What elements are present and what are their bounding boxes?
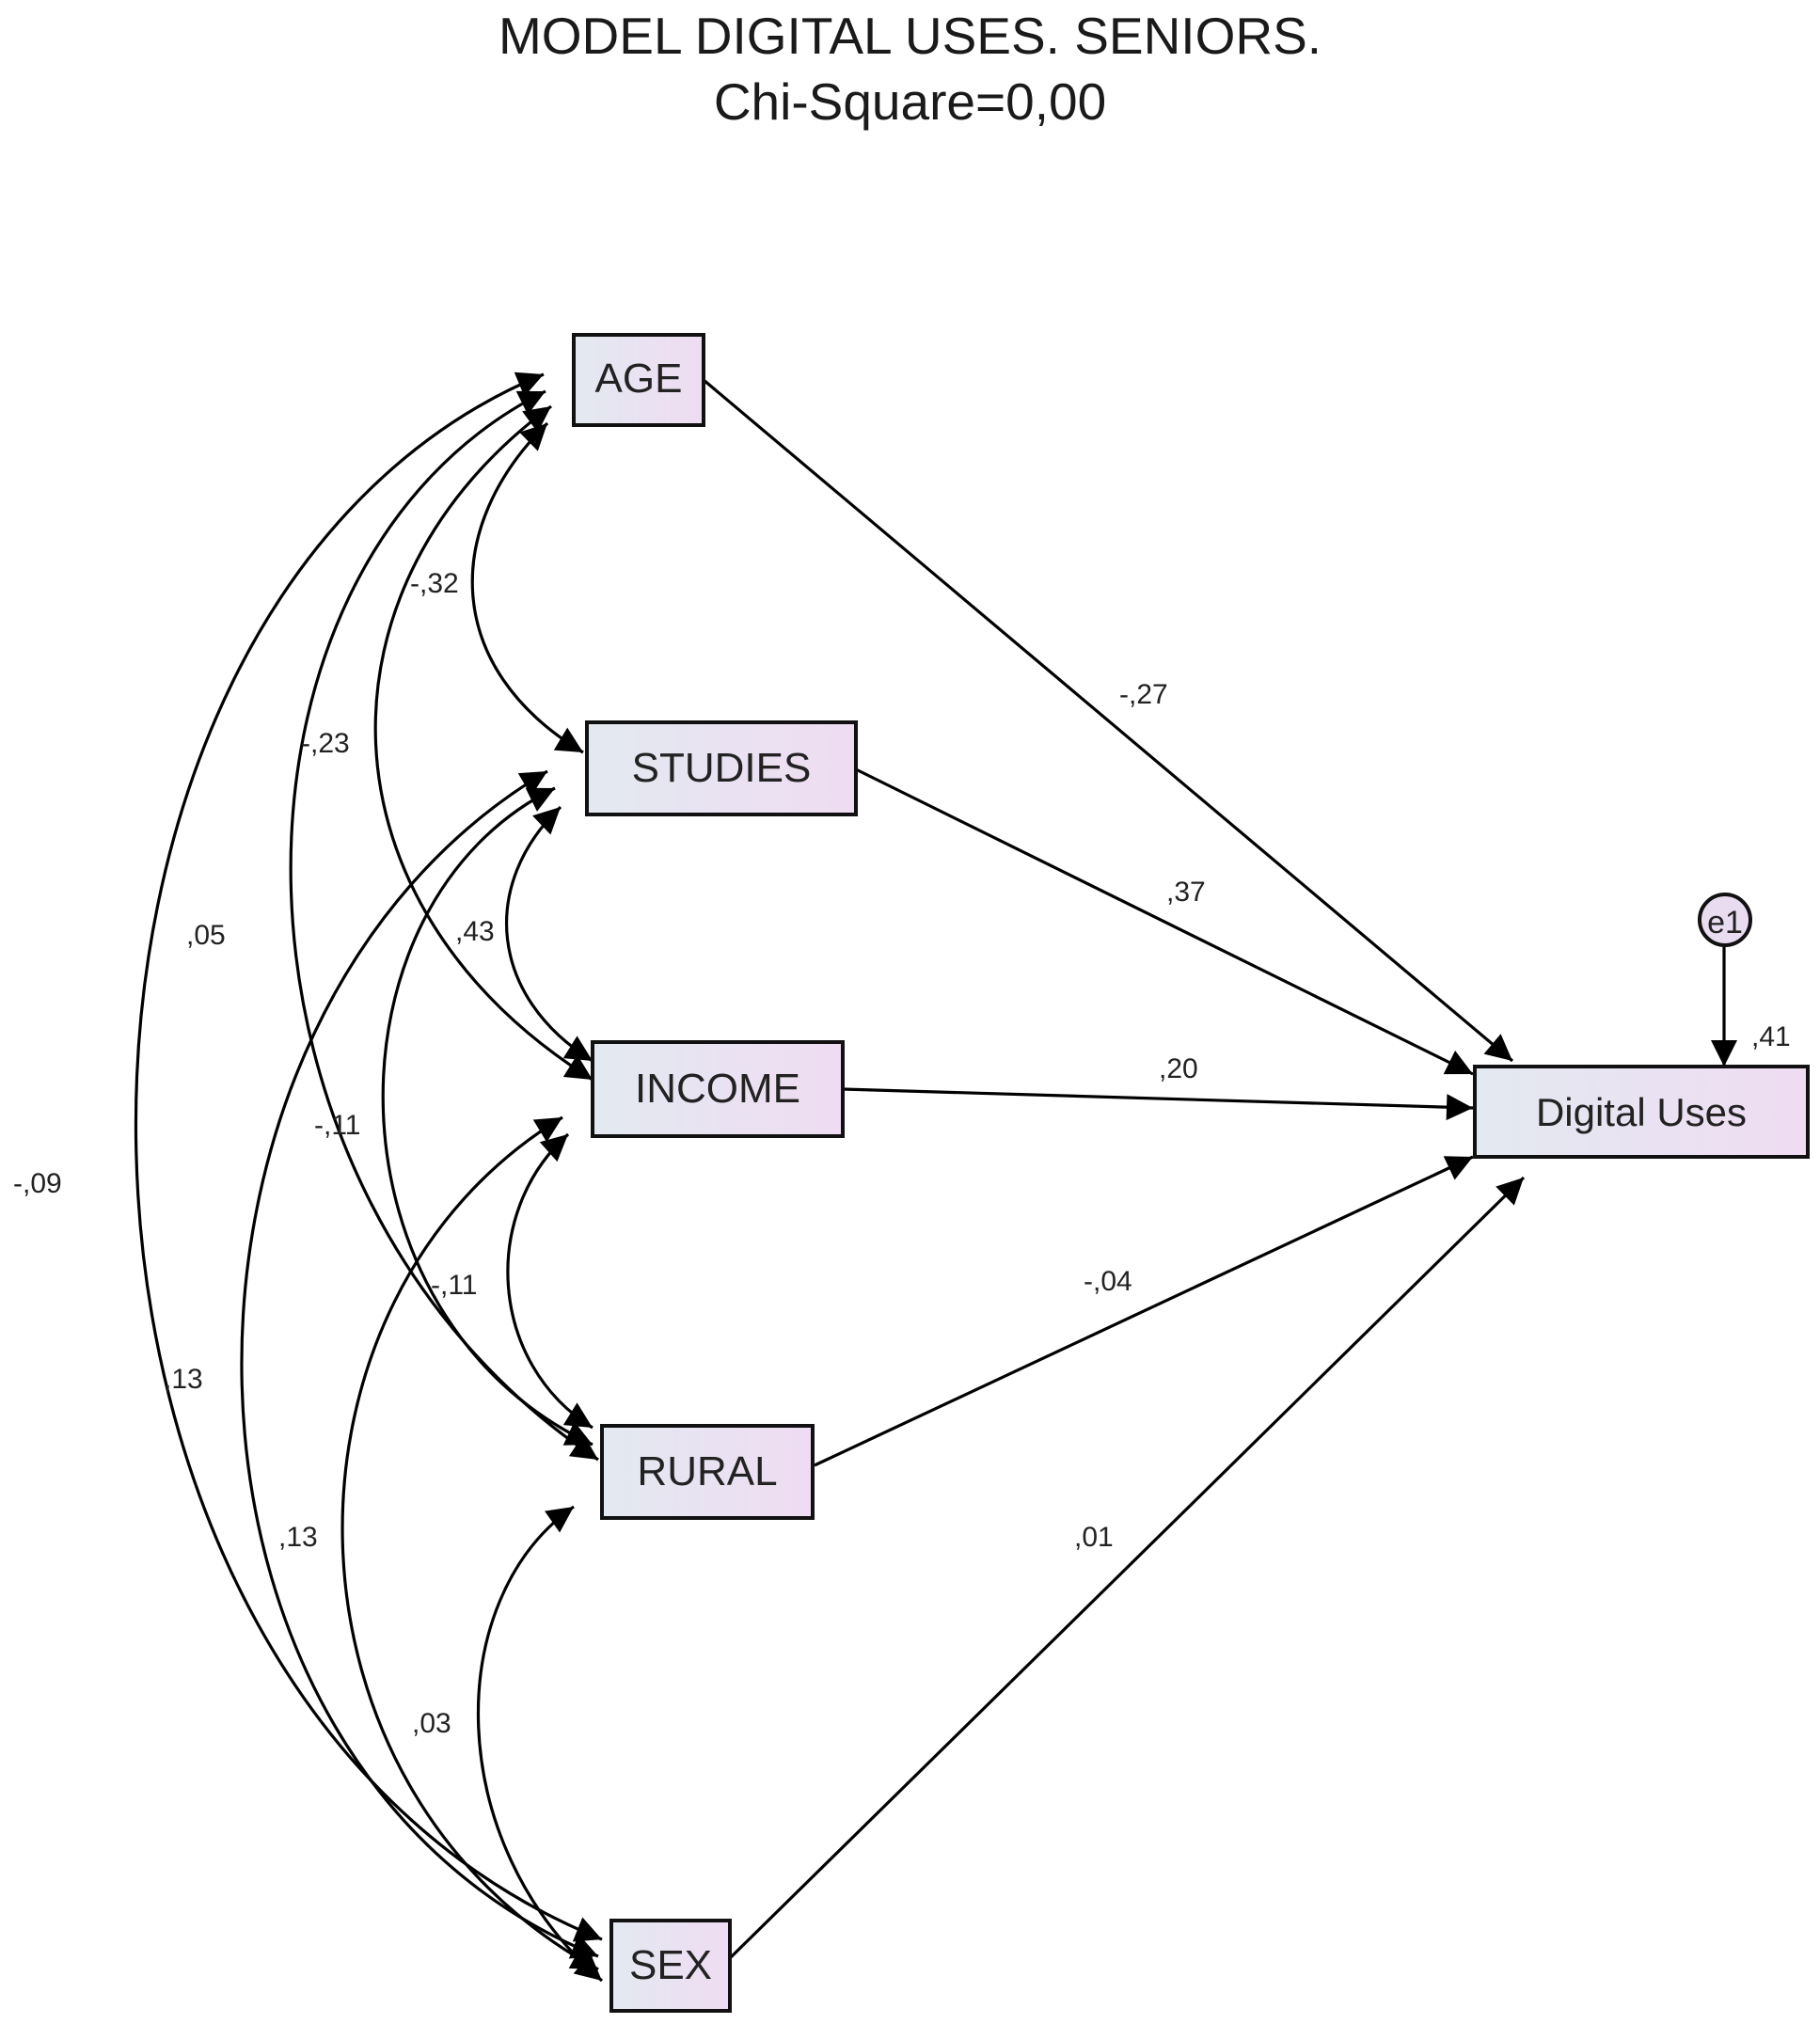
cov-income-sex: ,13 <box>278 1522 318 1553</box>
cov-curve-studies-rural <box>381 786 593 1447</box>
cov-curve-age-studies <box>470 421 584 754</box>
cov-studies-sex: ,13 <box>164 1364 203 1395</box>
coef-age-digital: ,27 <box>1129 679 1168 710</box>
cov-studies-income: ,43 <box>455 916 495 947</box>
node-digital-uses: Digital Uses <box>1473 1065 1810 1159</box>
cov-age-studies: -,32 <box>410 568 459 599</box>
node-digital-uses-label: Digital Uses <box>1536 1090 1747 1134</box>
node-rural: RURAL <box>600 1424 815 1520</box>
coef-studies-digital: ,37 <box>1166 877 1206 908</box>
node-sex: SEX <box>609 1919 732 2013</box>
path-sex-digital <box>728 1176 1526 1960</box>
node-income-label: INCOME <box>635 1066 800 1112</box>
path-rural-digital <box>814 1155 1474 1467</box>
node-age: AGE <box>572 333 705 427</box>
r-squared-digital: ,41 <box>1751 1021 1791 1052</box>
cov-curve-rural-sex <box>476 1505 604 1983</box>
diagram-subtitle: Chi-Square=0,00 <box>713 72 1107 131</box>
cov-age-income: -,23 <box>301 728 350 759</box>
cov-age-sex: -,09 <box>13 1168 62 1199</box>
cov-rural-sex: ,03 <box>412 1708 451 1739</box>
path-income-digital <box>842 1087 1474 1121</box>
covariance-labels: -,32 -,23 ,05 -,09 ,43 -,11 ,13 -,11 ,13… <box>13 568 495 1739</box>
cov-curve-income-sex <box>340 1115 599 1971</box>
node-sex-label: SEX <box>629 1942 712 1988</box>
node-income: INCOME <box>591 1040 845 1138</box>
node-error-e1-label: e1 <box>1707 905 1743 941</box>
cov-curve-age-sex <box>134 372 603 1942</box>
cov-curve-age-rural <box>289 389 599 1462</box>
coef-income-digital: ,20 <box>1159 1053 1198 1084</box>
cov-curve-studies-income <box>504 805 593 1063</box>
coef-rural-digital: -,04 <box>1084 1266 1132 1297</box>
node-age-label: AGE <box>595 356 683 402</box>
cov-curve-income-rural <box>506 1132 593 1430</box>
path-studies-digital <box>855 767 1474 1076</box>
coef-age-prefix: - <box>1119 679 1129 710</box>
path-coefficient-labels: - ,27 ,37 ,20 -,04 ,01 ,41 <box>1074 679 1791 1553</box>
cov-curve-age-income <box>373 404 593 1082</box>
cov-studies-rural: -,11 <box>314 1110 360 1141</box>
coef-sex-digital: ,01 <box>1074 1522 1114 1553</box>
node-studies: STUDIES <box>585 720 858 816</box>
node-studies-label: STUDIES <box>632 745 812 791</box>
regression-paths <box>702 378 1737 1960</box>
node-rural-label: RURAL <box>637 1448 777 1494</box>
node-error-e1: e1 <box>1698 893 1752 947</box>
path-age-digital <box>702 378 1514 1063</box>
cov-income-rural: -,11 <box>431 1270 477 1301</box>
covariance-curves <box>134 372 604 1983</box>
diagram-title: MODEL DIGITAL USES. SENIORS. <box>498 7 1322 65</box>
cov-curve-studies-sex <box>240 769 599 1959</box>
cov-age-rural: ,05 <box>186 920 226 951</box>
